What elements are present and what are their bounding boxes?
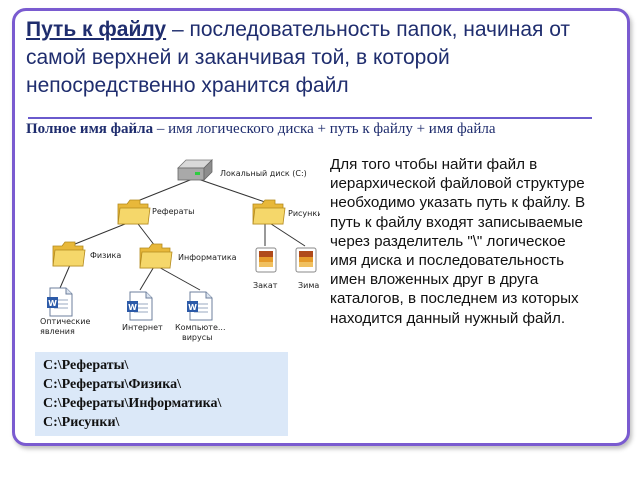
node-label-root: Локальный диск (C:) xyxy=(220,169,307,178)
image-file-icon xyxy=(255,247,277,273)
title-divider xyxy=(28,117,592,119)
word-document-icon xyxy=(46,287,73,317)
file-label-viruses-2: вирусы xyxy=(182,333,212,342)
path-example: C:\Рисунки\ xyxy=(43,415,120,430)
folder-icon xyxy=(139,243,173,269)
slide-title: Путь к файлу – последовательность папок,… xyxy=(26,16,586,100)
title-term: Путь к файлу xyxy=(26,18,167,41)
subtitle-definition: – имя логического диска + путь к файлу +… xyxy=(153,121,496,137)
tree-connectors xyxy=(59,177,306,291)
subtitle-term: Полное имя файла xyxy=(26,121,154,137)
word-document-icon xyxy=(126,291,153,321)
image-file-icon xyxy=(295,247,317,273)
file-tree-diagram: W Локальный диск (C:) Рефераты Рисунки Ф xyxy=(40,159,320,342)
node-label-risunki: Рисунки xyxy=(288,209,320,218)
file-label-viruses-1: Компьюте... xyxy=(175,323,226,332)
explanation-paragraph: Для того чтобы найти файл в иерархическо… xyxy=(330,156,586,327)
node-label-informatika: Информатика xyxy=(178,253,237,262)
node-label-fizika: Физика xyxy=(90,251,121,260)
subtitle: Полное имя файла – имя логического диска… xyxy=(26,121,586,138)
file-label-optics-1: Оптические xyxy=(40,317,90,326)
file-label-sunset: Закат xyxy=(253,281,278,290)
path-examples-box: C:\Рефераты\ C:\Рефераты\Физика\ C:\Рефе… xyxy=(35,352,288,436)
path-example: C:\Рефераты\Физика\ xyxy=(43,377,181,392)
folder-icon xyxy=(117,199,151,225)
node-label-referaty: Рефераты xyxy=(152,207,194,216)
title-definition: – последовательность папок, начиная от с… xyxy=(26,18,571,97)
file-label-internet: Интернет xyxy=(122,323,163,332)
folder-icon xyxy=(252,199,286,225)
word-document-icon xyxy=(186,291,213,321)
drive-icon xyxy=(177,159,213,181)
path-example: C:\Рефераты\ xyxy=(43,358,129,373)
file-label-winter: Зима xyxy=(298,281,319,290)
path-example: C:\Рефераты\Информатика\ xyxy=(43,396,222,411)
file-label-optics-2: явления xyxy=(40,327,75,336)
folder-icon xyxy=(52,241,86,267)
